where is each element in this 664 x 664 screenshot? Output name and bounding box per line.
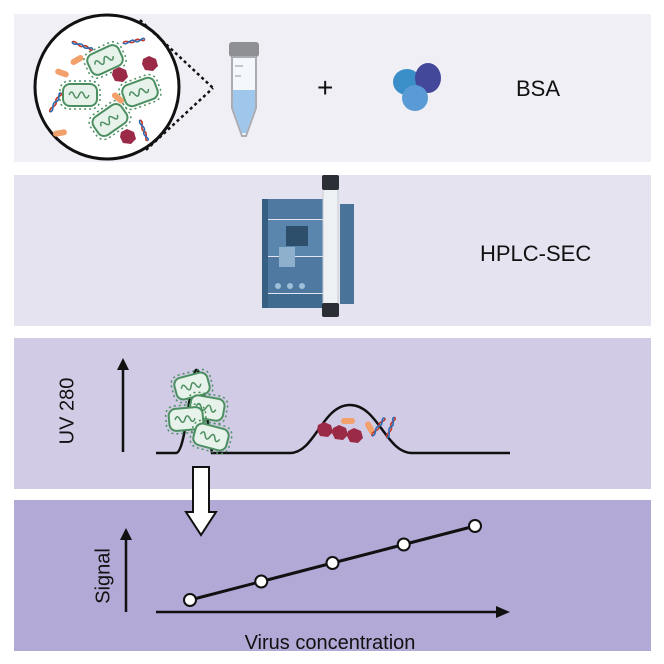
hplc-sec-label: HPLC-SEC <box>480 241 592 266</box>
data-point-1 <box>183 593 197 607</box>
uv-axis <box>117 358 129 452</box>
data-point-2 <box>254 574 269 589</box>
uv-axis-label: UV 280 <box>56 377 79 445</box>
down-arrow-icon <box>184 466 218 537</box>
signal-axis-label: Signal <box>92 548 115 604</box>
sample-tube-icon <box>229 42 259 137</box>
sample-magnifier <box>33 13 214 161</box>
bsa-label: BSA <box>516 76 561 101</box>
virus-concentration-label: Virus concentration <box>244 632 416 654</box>
signal-axis <box>120 528 132 612</box>
data-point-4 <box>396 537 411 552</box>
data-point-3 <box>325 556 340 570</box>
data-point-5 <box>468 519 482 533</box>
bsa-protein-icon <box>393 63 441 111</box>
virus-peak-particles <box>163 366 235 457</box>
calibration-panel <box>14 500 651 651</box>
hplc-instrument-icon <box>262 175 354 317</box>
virus-concentration-axis <box>156 606 510 618</box>
calibration-chart <box>183 519 482 607</box>
plus-sign: + <box>317 72 334 103</box>
